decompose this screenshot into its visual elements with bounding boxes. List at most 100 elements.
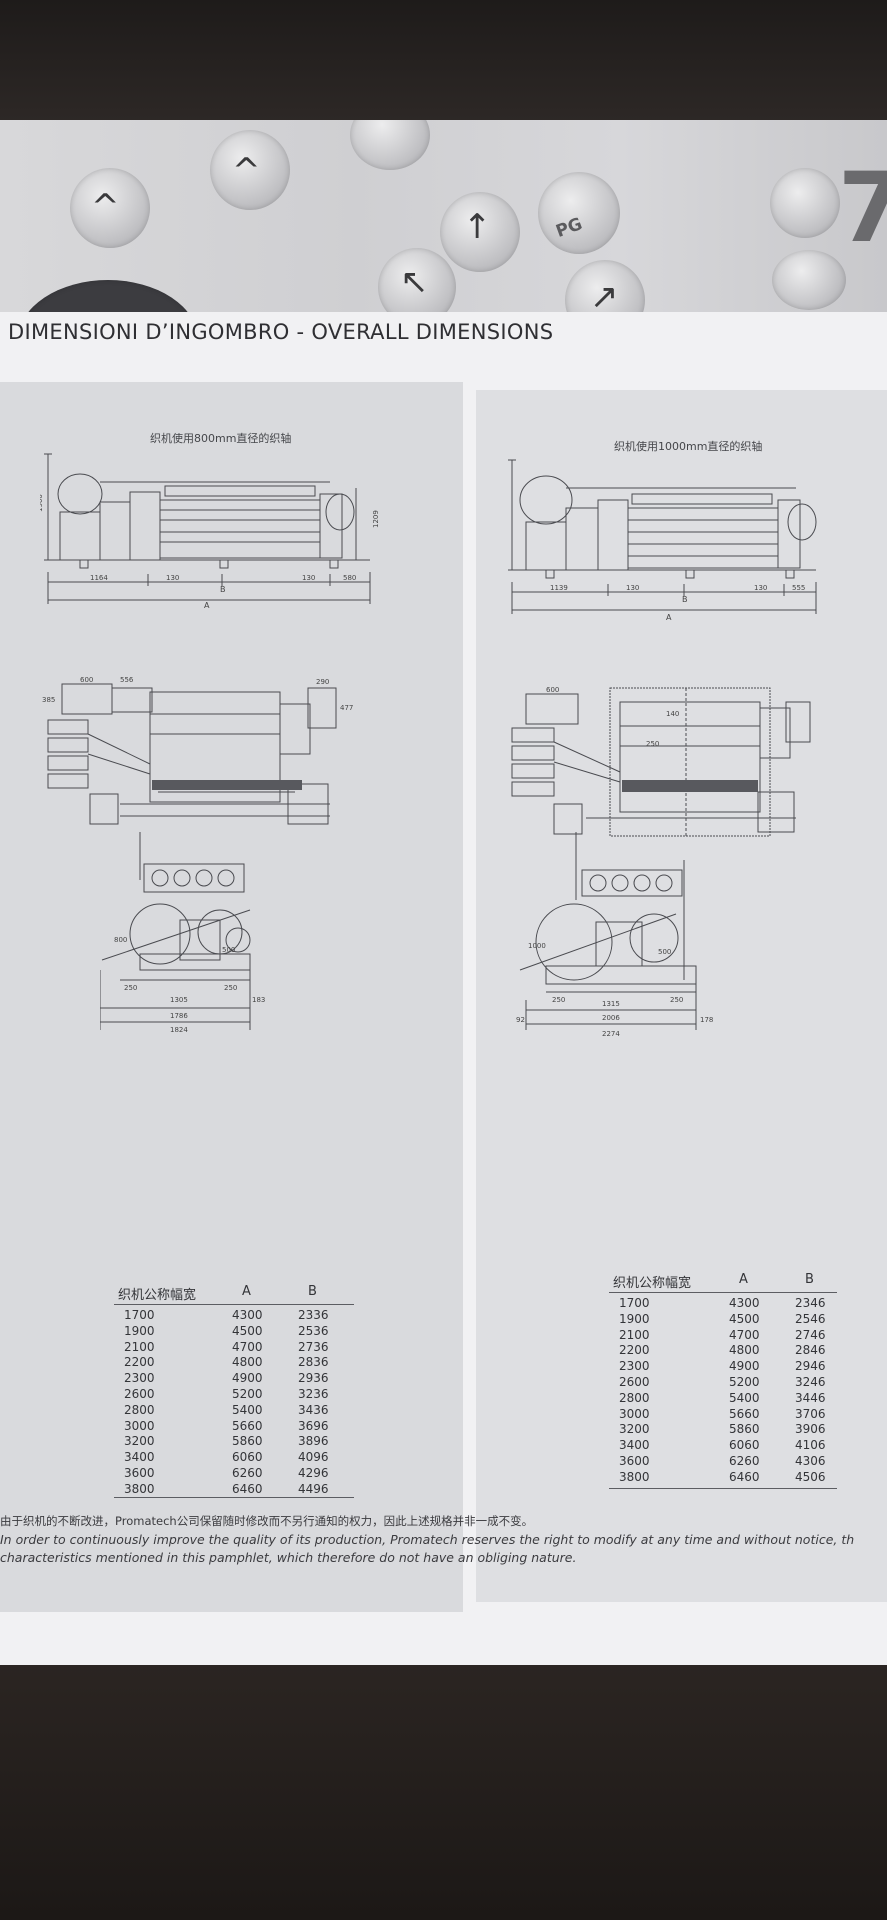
table-cell-b: 3436 <box>298 1402 329 1417</box>
table-cell-width: 2800 <box>124 1402 155 1417</box>
right-end-dim-label: 2274 <box>602 1030 620 1038</box>
left-side-height-label: 1960 <box>40 494 44 512</box>
footnote-english-line-1: In order to continuously improve the qua… <box>0 1532 855 1547</box>
right-end-dim-label: 178 <box>700 1016 713 1024</box>
table-cell-a: 4300 <box>232 1308 263 1322</box>
right-side-elevation-drawing: 2080 1139 130 130 555 B A <box>506 459 817 622</box>
table-cell-b: 4306 <box>795 1453 826 1468</box>
arrow-up-icon: ↑ <box>463 207 492 247</box>
table-cell-a: 4900 <box>232 1371 263 1386</box>
right-side-dim-label: 130 <box>626 584 639 592</box>
round-button <box>70 168 150 248</box>
right-plan-dim-label: 600 <box>546 686 559 694</box>
left-end-dim-label: 250 <box>224 984 237 992</box>
round-button <box>210 130 290 210</box>
table-cell-width: 1700 <box>619 1296 650 1310</box>
column-header-a: A <box>739 1272 748 1287</box>
footnote-english-line-2: characteristics mentioned in this pamphl… <box>0 1550 577 1565</box>
table-cell-a: 4800 <box>729 1343 760 1358</box>
left-side-elevation-drawing: 1960 1209 1164 130 130 580 B A <box>40 453 380 610</box>
table-cell-a: 5660 <box>232 1418 263 1433</box>
table-cell-b: 4496 <box>298 1481 329 1496</box>
table-cell-a: 5860 <box>232 1434 263 1449</box>
table-cell-b: 2746 <box>795 1327 826 1342</box>
column-header-b: B <box>308 1284 317 1299</box>
table-cell-b: 4506 <box>795 1469 826 1484</box>
left-side-a-label: A <box>204 601 210 610</box>
table-cell-a: 4700 <box>729 1327 760 1342</box>
table-cell-a: 6060 <box>232 1450 263 1465</box>
banner-photo: ^ ^ ↑ ↖ ↗ PG 7 <box>0 120 887 312</box>
table-cell-a: 4300 <box>729 1296 760 1310</box>
table-cell-width: 3600 <box>619 1453 650 1468</box>
table-cell-b: 3896 <box>298 1434 329 1449</box>
table-cell-width: 3400 <box>124 1450 155 1465</box>
table-cell-a: 6460 <box>729 1469 760 1484</box>
right-caption: 织机使用1000mm直径的织轴 <box>614 440 763 453</box>
table-cell-b: 2936 <box>298 1371 329 1386</box>
table-cell-a: 6060 <box>729 1438 760 1453</box>
table-header: 织机公称幅宽 A B <box>609 1270 837 1293</box>
left-end-dim-label: 1824 <box>170 1026 188 1034</box>
round-button <box>770 168 840 238</box>
right-side-height-label: 2080 <box>506 502 508 520</box>
brochure-page: ^ ^ ↑ ↖ ↗ PG 7 DIMENSIONI D’INGOMBRO - O… <box>0 120 887 1665</box>
left-plan-dim-label: 290 <box>316 678 329 686</box>
table-cell-width: 1900 <box>619 1311 650 1326</box>
table-cell-width: 2300 <box>124 1371 155 1386</box>
table-cell-a: 5200 <box>232 1386 263 1401</box>
chevron-up-icon: ^ <box>232 151 261 191</box>
table-footer-rule <box>114 1497 354 1498</box>
table-cell-b: 2536 <box>298 1323 329 1338</box>
column-header-width: 织机公称幅宽 <box>613 1276 692 1291</box>
left-side-dim-label: 130 <box>302 574 315 582</box>
table-cell-b: 2836 <box>298 1355 329 1370</box>
right-end-view-drawing: 1000 500 250 250 1315 2006 2274 92 178 <box>516 832 713 1038</box>
background-bottom <box>0 1662 887 1920</box>
table-cell-b: 3246 <box>795 1374 826 1389</box>
table-cell-b: 3906 <box>795 1422 826 1437</box>
table-cell-a: 5660 <box>729 1406 760 1421</box>
table-cell-a: 6460 <box>232 1481 263 1496</box>
table-cell-a: 4500 <box>232 1323 263 1338</box>
table-cell-width: 3800 <box>619 1469 650 1484</box>
left-plan-dim-label: 556 <box>120 676 134 684</box>
table-row: 3200 5860 3896 <box>114 1434 354 1450</box>
table-cell-b: 4096 <box>298 1450 329 1465</box>
column-header-width: 织机公称幅宽 <box>118 1288 197 1303</box>
table-row: 3800 6460 4506 <box>609 1470 837 1486</box>
table-cell-b: 3706 <box>795 1406 826 1421</box>
table-cell-width: 2200 <box>619 1343 650 1358</box>
left-side-b-label: B <box>220 585 226 594</box>
table-cell-a: 6260 <box>729 1453 760 1468</box>
left-side-right-height-label: 1209 <box>372 510 380 528</box>
right-end-dim-label: 250 <box>670 996 683 1004</box>
table-cell-width: 3000 <box>124 1418 155 1433</box>
left-side-dim-label: 580 <box>343 574 356 582</box>
table-cell-a: 5400 <box>232 1402 263 1417</box>
arrow-up-button <box>440 192 520 272</box>
table-cell-width: 1700 <box>124 1308 155 1322</box>
right-side-a-label: A <box>666 613 672 622</box>
left-plan-view-drawing: 600 556 290 385 477 <box>42 676 353 825</box>
table-cell-width: 3200 <box>124 1434 155 1449</box>
table-cell-width: 2600 <box>619 1374 650 1389</box>
table-cell-b: 2546 <box>795 1311 826 1326</box>
left-plan-dim-label: 385 <box>42 696 55 704</box>
left-end-dim-label: 183 <box>252 996 265 1004</box>
left-plan-dim-label: 477 <box>340 704 353 712</box>
table-cell-a: 6260 <box>232 1465 263 1480</box>
table-cell-width: 2100 <box>124 1339 155 1354</box>
